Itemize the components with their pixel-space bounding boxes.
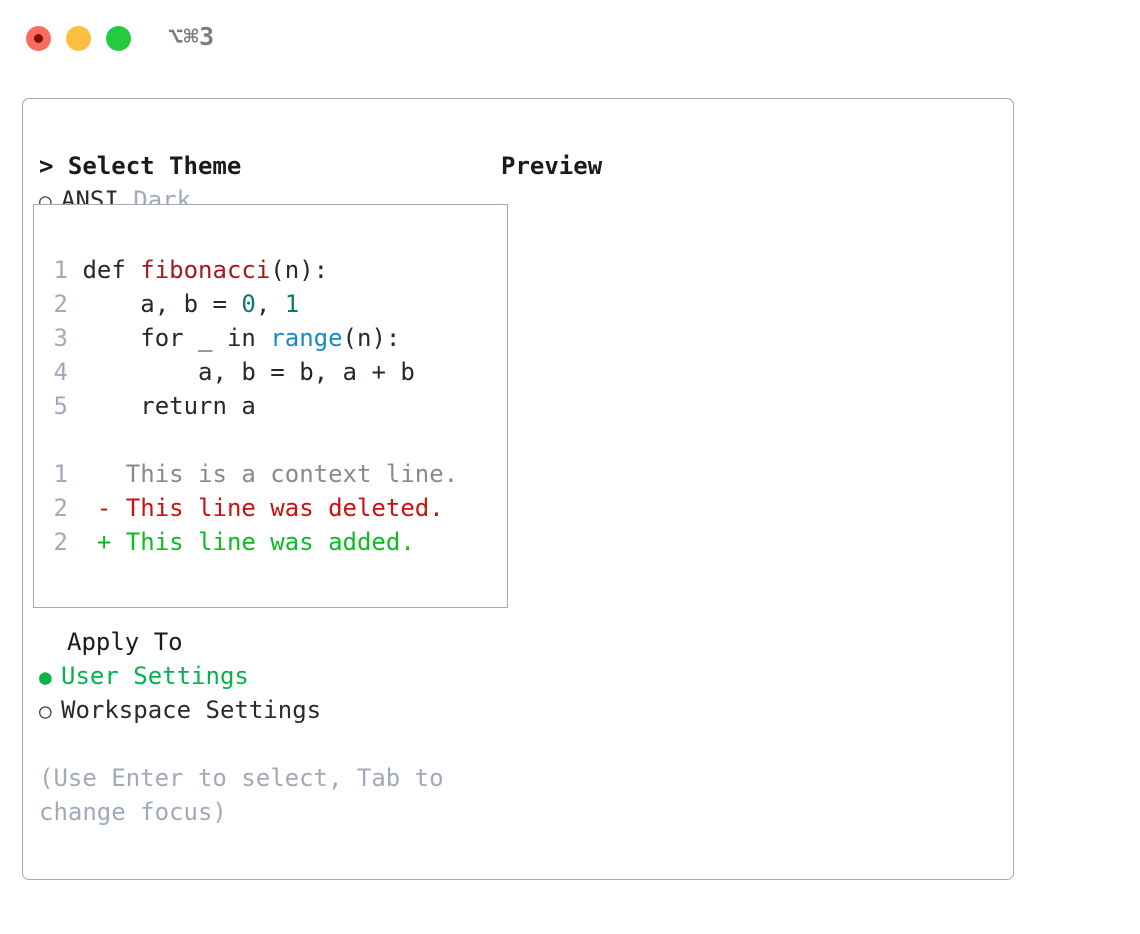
code-token: for _ in — [82, 324, 271, 352]
code-gap — [68, 324, 82, 352]
code-token: def — [82, 256, 141, 284]
preview-section: Preview — [501, 149, 1001, 183]
diff-line: 1 This is a context line. — [46, 457, 501, 491]
apply-to-section: Apply To ● User Settings ○ Workspace Settin… — [39, 625, 489, 727]
select-theme-prompt: > Select Theme — [39, 152, 242, 180]
preview-title: Preview — [501, 152, 603, 180]
diff-line: 2 - This line was deleted. — [46, 491, 501, 525]
maximize-window-icon[interactable] — [106, 26, 131, 51]
radio-empty-icon: ○ — [39, 699, 52, 723]
code-line: 3 for _ in range(n): — [46, 321, 501, 355]
minimize-window-icon[interactable] — [66, 26, 91, 51]
code-gap — [68, 392, 82, 420]
line-number: 3 — [53, 324, 68, 352]
radio-selected-icon: ● — [39, 665, 52, 689]
code-gap — [68, 256, 82, 284]
code-gap — [68, 358, 82, 386]
code-token: (n): — [342, 324, 401, 352]
code-token: 0 — [241, 290, 256, 318]
diff-marker — [68, 460, 126, 488]
code-token: range — [270, 324, 343, 352]
close-window-icon[interactable] — [26, 26, 51, 51]
code-token: , — [255, 290, 285, 318]
line-number: 1 — [53, 256, 68, 284]
line-number: 2 — [53, 528, 68, 556]
diff-text: This line was deleted. — [125, 494, 444, 522]
code-token: a, b = — [82, 290, 242, 318]
code-gap — [68, 290, 82, 318]
apply-to-option-user-settings[interactable]: ● User Settings — [39, 659, 489, 693]
code-line: 4 a, b = b, a + b — [46, 355, 501, 389]
main-panel: > Select Theme ○ANSI Dark○Atom One Dark○… — [22, 98, 1014, 880]
diff-marker: + — [68, 528, 126, 556]
code-token: a, b = b, a + b — [82, 358, 415, 386]
code-token: fibonacci — [140, 256, 271, 284]
keyboard-shortcut-label: ⌥⌘3 — [168, 22, 215, 51]
apply-to-option-label: User Settings — [61, 662, 249, 690]
code-line: 5 return a — [46, 389, 501, 423]
line-number: 5 — [53, 392, 68, 420]
code-token: return a — [82, 392, 256, 420]
code-line: 2 a, b = 0, 1 — [46, 287, 501, 321]
code-spacer — [46, 423, 501, 457]
code-line: 1 def fibonacci(n): — [46, 253, 501, 287]
code-token: (n): — [270, 256, 329, 284]
diff-marker: - — [68, 494, 126, 522]
diff-text: This is a context line. — [125, 460, 459, 488]
diff-line: 2 + This line was added. — [46, 525, 501, 559]
line-number: 2 — [53, 290, 68, 318]
code-token: 1 — [284, 290, 300, 318]
line-number: 2 — [53, 494, 68, 522]
keyboard-hint-text: (Use Enter to select, Tab to change focu… — [39, 764, 459, 826]
apply-to-option-workspace-settings[interactable]: ○ Workspace Settings — [39, 693, 489, 727]
line-number: 4 — [53, 358, 68, 386]
diff-text: This line was added. — [125, 528, 415, 556]
apply-to-heading: Apply To — [67, 628, 183, 656]
line-number: 1 — [53, 460, 68, 488]
title-bar: ⌥⌘3 — [0, 0, 1140, 78]
apply-to-option-label: Workspace Settings — [61, 696, 322, 724]
